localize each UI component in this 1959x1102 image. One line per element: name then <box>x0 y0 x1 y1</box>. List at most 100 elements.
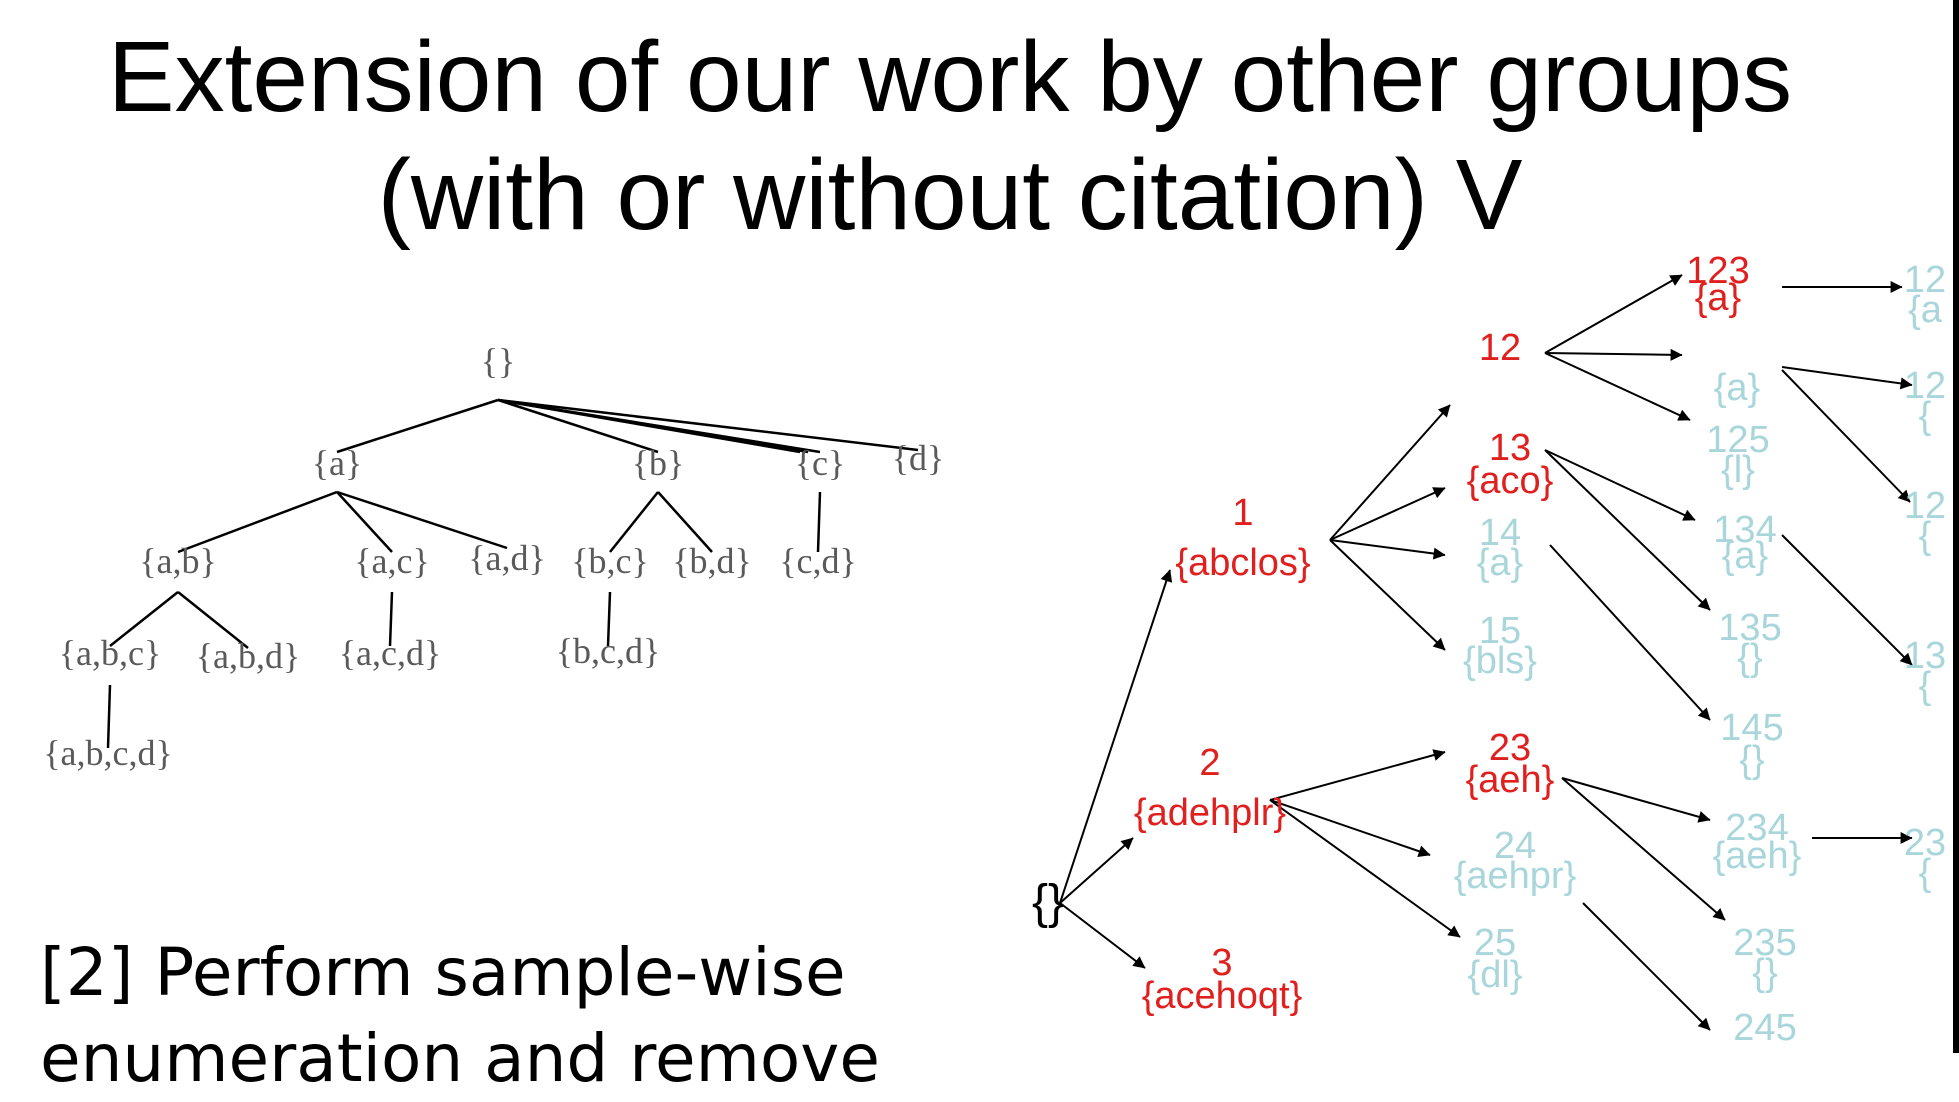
left-node-ac: {a,c} <box>354 541 430 581</box>
caption-line-2: enumeration and remove <box>40 1020 880 1097</box>
left-node-ab: {a,b} <box>139 541 217 581</box>
right-node-n25-set: {dl} <box>1468 954 1523 996</box>
right-arrow-8 <box>1269 749 1446 801</box>
right-node-n234-number: 234 <box>1725 807 1788 849</box>
slide-title-line-1: Extension of our work by other groups <box>107 21 1793 133</box>
right-node-n3-number: 3 <box>1211 942 1232 984</box>
right-node-n24-set: {aehpr} <box>1454 855 1577 897</box>
right-arrow-11 <box>1544 274 1683 354</box>
left-node-ad: {a,d} <box>468 538 546 578</box>
right-node-n134-number: 134 <box>1713 509 1776 551</box>
right-node-n234-set: {aeh} <box>1713 835 1802 877</box>
right-node-e5-number: 23 <box>1904 822 1946 864</box>
right-arrow-17 <box>1561 777 1711 823</box>
left-node-b: {b} <box>632 443 685 483</box>
right-arrow-13 <box>1544 352 1691 421</box>
right-node-n12-number: 12 <box>1479 327 1521 369</box>
left-edge-a-ab <box>177 490 338 554</box>
right-arrow-10 <box>1269 799 1461 938</box>
left-node-abc: {a,b,c} <box>59 633 162 673</box>
right-node-n134-set: {a} <box>1722 535 1769 577</box>
left-node-d: {d} <box>892 438 945 478</box>
right-node-n15-number: 15 <box>1479 610 1521 652</box>
left-node-bd: {b,d} <box>672 541 752 581</box>
right-arrow-7 <box>1329 539 1446 651</box>
right-node-e3-number: 12 <box>1904 485 1946 527</box>
right-node-e4-set: { <box>1919 665 1932 707</box>
right-node-n14-number: 14 <box>1479 512 1521 554</box>
right-node-n235-set: {} <box>1752 952 1777 994</box>
right-arrow-23 <box>1781 534 1913 666</box>
left-edge-ac-acd <box>388 591 394 647</box>
right-node-e4-number: 13 <box>1904 635 1946 677</box>
right-enumeration-tree: {}1{abclos}2{adehplr}3{acehoqt}1213{aco}… <box>1032 250 1946 1049</box>
left-node-bc: {b,c} <box>571 541 649 581</box>
right-node-n25-number: 25 <box>1474 922 1516 964</box>
right-node-e3-set: { <box>1919 515 1932 557</box>
right-arrow-16 <box>1549 544 1711 721</box>
right-node-n13-set: {aco} <box>1467 460 1554 502</box>
right-node-n24-number: 24 <box>1494 825 1536 867</box>
left-node-a: {a} <box>312 443 363 483</box>
right-arrow-12 <box>1544 348 1683 361</box>
slide-title: Extension of our work by other groups (w… <box>0 18 1900 254</box>
right-node-n2-number: 2 <box>1199 742 1220 784</box>
right-node-n23-number: 23 <box>1489 727 1531 769</box>
left-node-abd: {a,b,d} <box>196 636 301 676</box>
right-node-n125-number: 125 <box>1706 419 1769 461</box>
left-node-bcd: {b,c,d} <box>556 631 661 671</box>
left-edge-root-b <box>497 398 659 454</box>
right-node-e2-number: 12 <box>1904 365 1946 407</box>
left-edge-a-ad <box>336 490 508 550</box>
right-node-e2-set: { <box>1919 395 1932 437</box>
right-node-e1-set: {a <box>1908 289 1943 331</box>
left-edge-a-ac <box>336 491 393 553</box>
right-node-n15-set: {bls} <box>1463 640 1537 682</box>
right-node-n135-set: {} <box>1737 637 1762 679</box>
left-edge-bc-bcd <box>606 591 612 647</box>
right-node-n13-number: 13 <box>1489 427 1531 469</box>
right-arrow-2 <box>1059 837 1134 904</box>
right-arrow-1 <box>1059 569 1173 904</box>
right-node-n135-number: 135 <box>1718 607 1781 649</box>
left-edge-b-bc <box>609 491 659 553</box>
right-node-n145-set: {} <box>1739 739 1764 781</box>
right-node-n14-set: {a} <box>1477 542 1524 584</box>
right-node-n3-set: {acehoqt} <box>1142 975 1303 1017</box>
right-arrow-18 <box>1561 777 1726 921</box>
right-arrow-14 <box>1544 449 1696 521</box>
left-node-cd: {c,d} <box>779 541 857 581</box>
right-node-n145-number: 145 <box>1720 707 1783 749</box>
right-arrow-22 <box>1781 369 1911 503</box>
right-node-root: {} <box>1032 876 1064 929</box>
right-edge-bar <box>1953 0 1959 1053</box>
caption-line-1: [2] Perform sample-wise <box>40 934 846 1011</box>
left-node-abcd: {a,b,c,d} <box>43 733 173 773</box>
right-arrow-19 <box>1582 902 1711 1031</box>
left-edge-root-d <box>497 398 919 452</box>
left-node-c: {c} <box>795 443 846 483</box>
left-edge-root-a <box>336 398 499 454</box>
left-node-acd: {a,c,d} <box>339 633 442 673</box>
left-node-root: {} <box>481 341 516 381</box>
right-node-n235-number: 235 <box>1733 922 1796 964</box>
right-arrow-15 <box>1544 449 1711 611</box>
right-arrow-3 <box>1059 902 1146 969</box>
right-node-e1-number: 12 <box>1904 259 1946 301</box>
left-edge-c-cd <box>816 491 822 553</box>
right-arrow-5 <box>1329 487 1446 541</box>
slide-title-line-2: (with or without citation) V <box>377 139 1523 251</box>
right-arrow-4 <box>1329 404 1451 541</box>
right-node-n1-set: {abclos} <box>1175 542 1310 584</box>
right-node-n123-set: {a} <box>1695 277 1742 319</box>
right-node-n124-set: {a} <box>1714 367 1761 409</box>
caption-text: [2] Perform sample-wise enumeration and … <box>40 930 880 1102</box>
right-node-n123-number: 123 <box>1686 250 1749 292</box>
right-arrow-6 <box>1329 539 1446 560</box>
right-node-n245-number: 245 <box>1733 1007 1796 1049</box>
right-arrow-9 <box>1269 799 1431 857</box>
right-node-n125-set: {l} <box>1721 449 1755 491</box>
left-edge-abc-abcd <box>106 684 112 749</box>
left-edge-root-c-extra2 <box>497 398 801 454</box>
left-enumeration-tree: {} {a} {b} {c} {d} {a,b} {a,c} {a,d} {b,c} {b,d} {… <box>43 341 944 773</box>
